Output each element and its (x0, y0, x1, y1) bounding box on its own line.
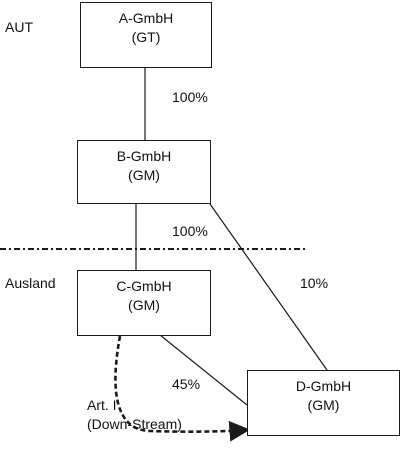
edge-label-a-b: 100% (172, 89, 208, 105)
entity-a-name: A-GmbH (118, 10, 174, 26)
entity-d-name: D-GmbH (295, 378, 352, 394)
entity-d-type: (GM) (307, 397, 340, 413)
downstream-transfer-arrow (114, 335, 251, 442)
entity-b-type: (GM) (128, 167, 160, 183)
transfer-label-line2: (Down-Stream) (87, 416, 182, 432)
region-label-aut: AUT (5, 19, 33, 35)
entity-box-a: A-GmbH (GT) (80, 2, 212, 68)
edge-b-d (209, 203, 328, 371)
entity-c-type: (GM) (128, 297, 160, 313)
entity-c-name: C-GmbH (116, 278, 172, 294)
entity-box-c: C-GmbH (GM) (77, 270, 211, 336)
edge-label-b-d: 10% (300, 275, 329, 291)
entity-b-name: B-GmbH (116, 148, 172, 164)
transfer-label-line1: Art. I (87, 397, 117, 413)
edge-label-b-c: 100% (172, 223, 208, 239)
edge-c-d (159, 334, 248, 406)
region-label-ausland: Ausland (5, 275, 56, 291)
entity-a-type: (GT) (131, 29, 161, 45)
entity-box-d: D-GmbH (GM) (247, 370, 400, 436)
edge-label-c-d: 45% (172, 376, 201, 392)
entity-box-b: B-GmbH (GM) (77, 140, 211, 204)
